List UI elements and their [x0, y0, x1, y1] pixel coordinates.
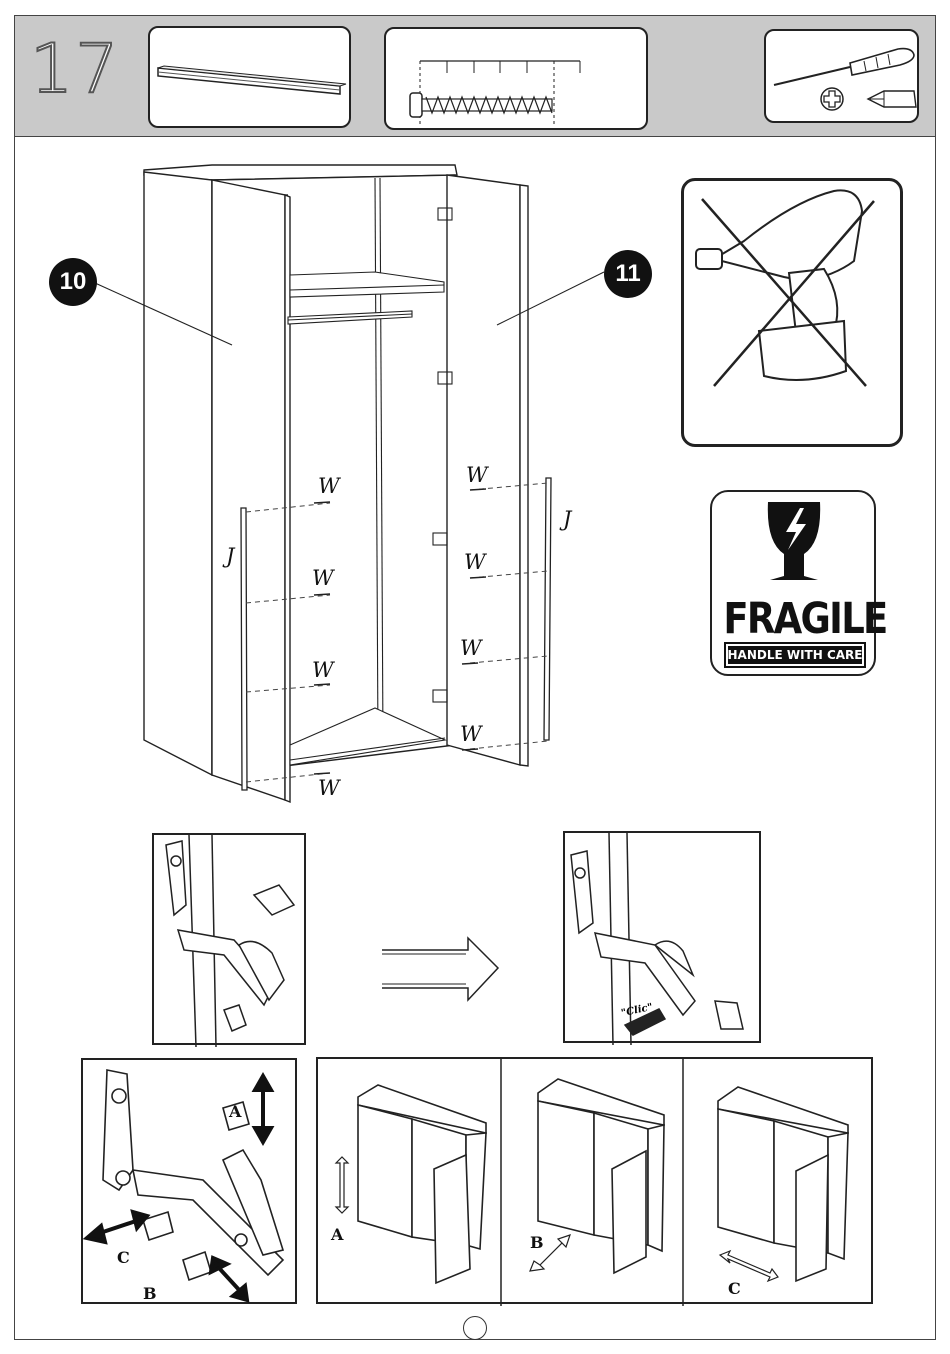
label-w: W [464, 550, 486, 574]
label-j: J [563, 507, 571, 531]
fragile-label: FRAGILE HANDLE WITH CARE [710, 490, 876, 676]
broken-glass-icon [712, 492, 878, 602]
door-alignment-illustrations [318, 1059, 875, 1306]
label-w: W [312, 658, 334, 682]
fragile-subtitle: HANDLE WITH CARE [724, 642, 866, 668]
page-marker [463, 1316, 487, 1340]
alignment-label-c: C [728, 1279, 741, 1298]
label-w: W [466, 463, 488, 487]
no-drill-warning [681, 178, 903, 447]
no-power-drill-icon [684, 181, 906, 450]
label-w: W [460, 722, 482, 746]
hinge-open-illustration [154, 835, 308, 1047]
callout-10: 10 [49, 258, 97, 306]
label-w: W [318, 776, 340, 800]
next-step-arrow [380, 936, 500, 1006]
fragile-title: FRAGILE [723, 594, 862, 644]
hinge-before-panel [152, 833, 306, 1045]
hinge-adjust-illustration [83, 1060, 299, 1306]
alignment-label-a: A [331, 1225, 343, 1244]
adjust-label-b: B [143, 1284, 157, 1303]
label-w: W [460, 636, 482, 660]
callout-11: 11 [604, 250, 652, 298]
hinge-after-panel: "Clic" [563, 831, 761, 1043]
adjust-label-a: A [229, 1102, 241, 1121]
label-j: J [226, 544, 234, 568]
label-w: W [318, 474, 340, 498]
hinge-closed-illustration [565, 833, 763, 1045]
hinge-adjust-panel: A C B [81, 1058, 297, 1304]
alignment-label-b: B [530, 1233, 544, 1252]
door-alignment-panel: A B C [316, 1057, 873, 1304]
label-w: W [312, 566, 334, 590]
adjust-label-c: C [117, 1248, 130, 1267]
